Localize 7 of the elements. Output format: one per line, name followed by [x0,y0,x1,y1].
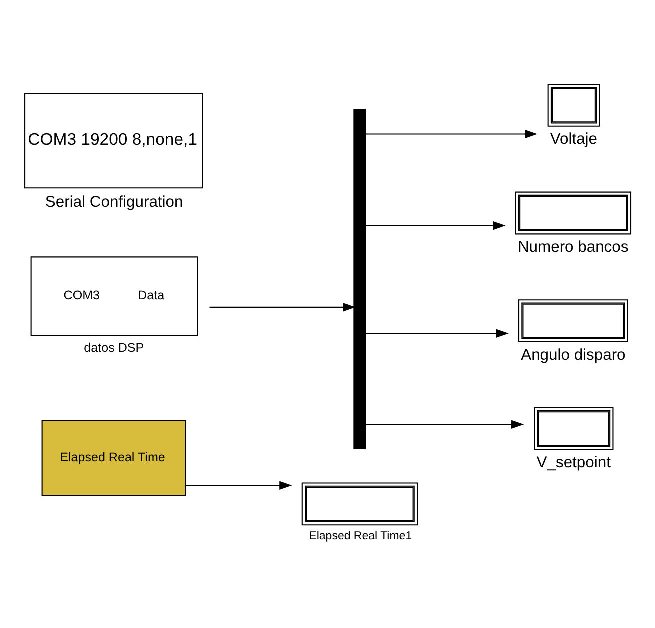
node-label: Elapsed Real Time1 [309,530,412,542]
node-label: Angulo disparo [521,346,626,364]
node-label: Serial Configuration [45,193,184,210]
node-label: V_setpoint [536,454,611,472]
node-label: datos DSP [84,340,144,355]
node-label: Voltaje [550,130,598,148]
node-label: Numero bancos [518,238,629,256]
